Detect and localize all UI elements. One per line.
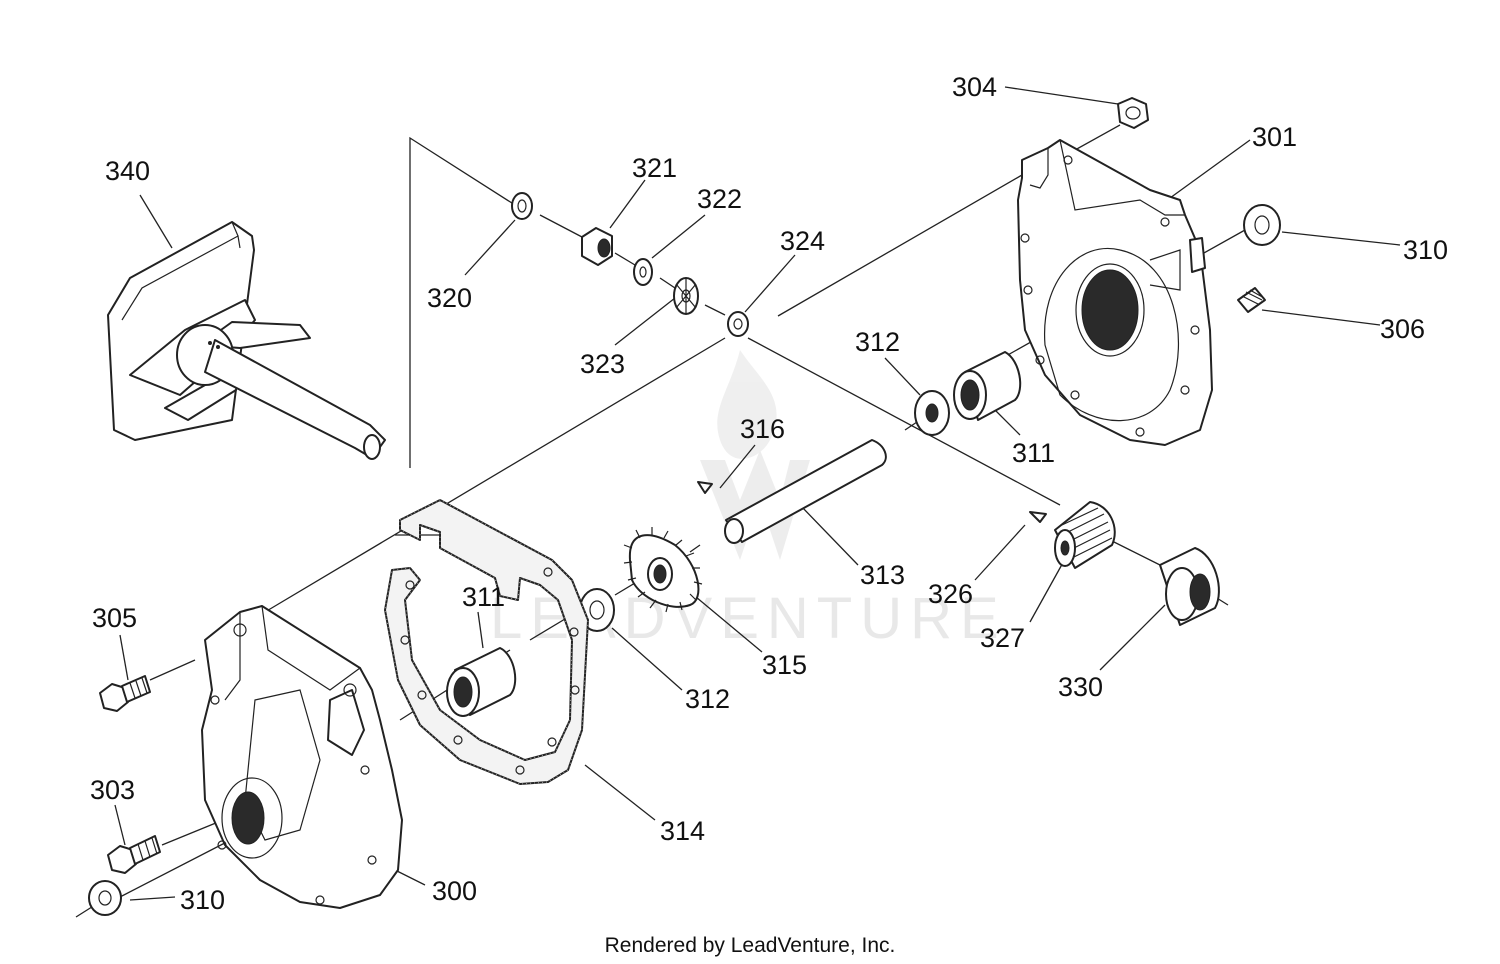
callout-311-left: 311: [462, 582, 505, 612]
callout-323: 323: [580, 349, 625, 379]
gasket: [384, 499, 589, 785]
worm-gear: [623, 527, 703, 613]
gear-case-right: [1017, 139, 1213, 446]
callout-321: 321: [632, 153, 677, 183]
callout-320: 320: [427, 283, 472, 313]
callout-312-left: 312: [685, 684, 730, 714]
callout-330: 330: [1058, 672, 1103, 702]
callout-326: 326: [928, 579, 973, 609]
gear-case-left: [201, 605, 403, 909]
callout-305: 305: [92, 603, 137, 633]
callout-300: 300: [432, 876, 477, 906]
callout-306: 306: [1380, 314, 1425, 344]
callout-312-right: 312: [855, 327, 900, 357]
gear-shaft: [724, 439, 887, 544]
callout-301: 301: [1252, 122, 1297, 152]
callout-313: 313: [860, 560, 905, 590]
callout-340: 340: [105, 156, 150, 186]
washer-right: [1243, 204, 1281, 246]
callout-314: 314: [660, 816, 705, 846]
washer-left: [88, 880, 122, 916]
callout-303: 303: [90, 775, 135, 805]
callout-304: 304: [952, 72, 997, 102]
bushing-right: [914, 351, 1022, 436]
callout-315: 315: [762, 650, 807, 680]
small-hardware: [511, 192, 749, 337]
callout-311-right: 311: [1012, 438, 1055, 468]
callout-316: 316: [740, 414, 785, 444]
set-screw: [1237, 287, 1266, 313]
bolts: [99, 675, 161, 874]
callout-310-left: 310: [180, 885, 225, 915]
spacer-330: [1159, 547, 1220, 626]
callout-labels: 304 301 340 321 322 324 310 306 320 323 …: [90, 72, 1448, 915]
bushing-left: [446, 647, 517, 717]
footer-credit: Rendered by LeadVenture, Inc.: [605, 934, 896, 957]
callout-322: 322: [697, 184, 742, 214]
impeller-shaft-assembly: [107, 221, 386, 460]
hex-nut: [1117, 97, 1149, 129]
worm: [1054, 501, 1116, 569]
callout-310-right: 310: [1403, 235, 1448, 265]
callout-324: 324: [780, 226, 825, 256]
callout-327: 327: [980, 623, 1025, 653]
woodruff-keys: [697, 481, 1047, 523]
